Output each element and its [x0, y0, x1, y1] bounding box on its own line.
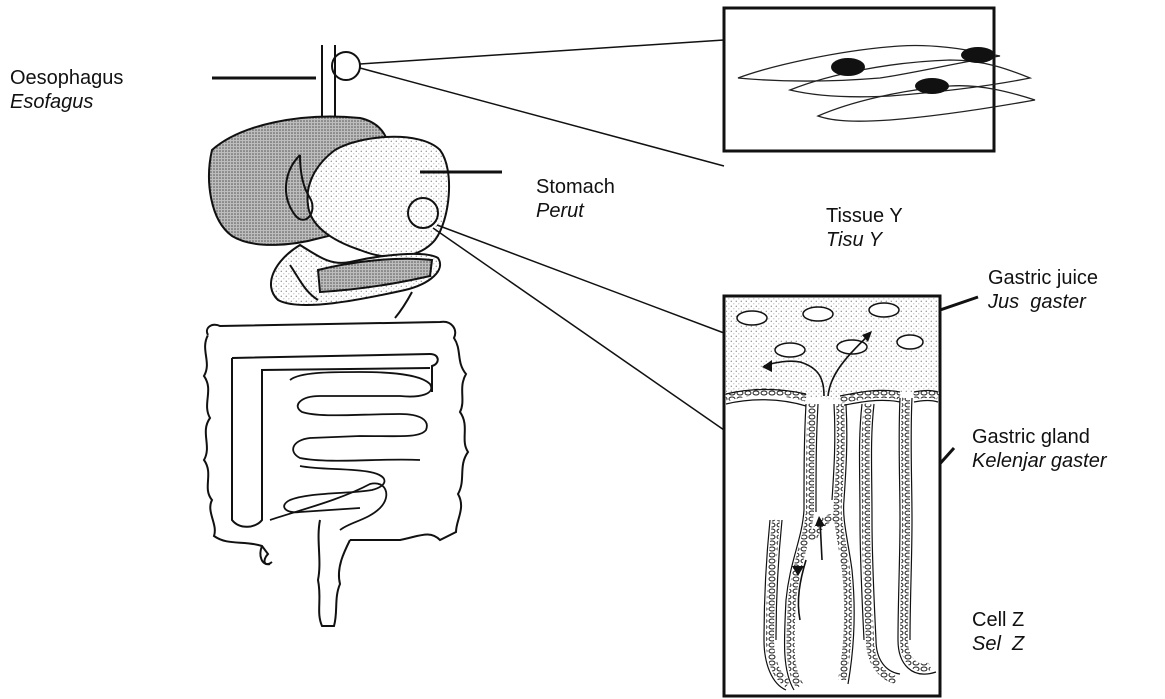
- tissue-y-label-en: Tissue Y: [826, 204, 903, 228]
- gastric-gland-label-en: Gastric gland: [972, 425, 1107, 449]
- tissue-y-box: [724, 8, 1035, 151]
- gastric-gland-label: Gastric gland Kelenjar gaster: [972, 425, 1107, 473]
- oesophagus-magnify-circle: [332, 52, 360, 80]
- small-intestine: [270, 372, 431, 530]
- tissue-y-label: Tissue Y Tisu Y: [826, 204, 903, 252]
- gastric-juice-label-ms: Jus gaster: [988, 290, 1098, 314]
- gastric-juice-label: Gastric juice Jus gaster: [988, 266, 1098, 314]
- oesophagus-label-en: Oesophagus: [10, 66, 123, 90]
- rectum: [318, 520, 350, 626]
- tissue-y-label-ms: Tisu Y: [826, 228, 903, 252]
- nucleus: [831, 58, 865, 76]
- oesophagus-label: Oesophagus Esofagus: [10, 66, 123, 114]
- cell-z-label: Cell Z Sel Z: [972, 608, 1024, 656]
- stomach-label: Stomach Perut: [536, 175, 615, 223]
- cell-z-label-en: Cell Z: [972, 608, 1024, 632]
- cell-z-label-ms: Sel Z: [972, 632, 1024, 656]
- nucleus: [915, 78, 949, 94]
- digestive-system: [204, 45, 468, 626]
- stomach-label-en: Stomach: [536, 175, 615, 199]
- stomach-label-ms: Perut: [536, 199, 615, 223]
- stomach: [307, 137, 449, 257]
- oesophagus-label-ms: Esofagus: [10, 90, 123, 114]
- nucleus: [961, 47, 995, 63]
- gastric-gland-box: [724, 296, 940, 696]
- gastric-juice-label-en: Gastric juice: [988, 266, 1098, 290]
- gastric-gland-label-ms: Kelenjar gaster: [972, 449, 1107, 473]
